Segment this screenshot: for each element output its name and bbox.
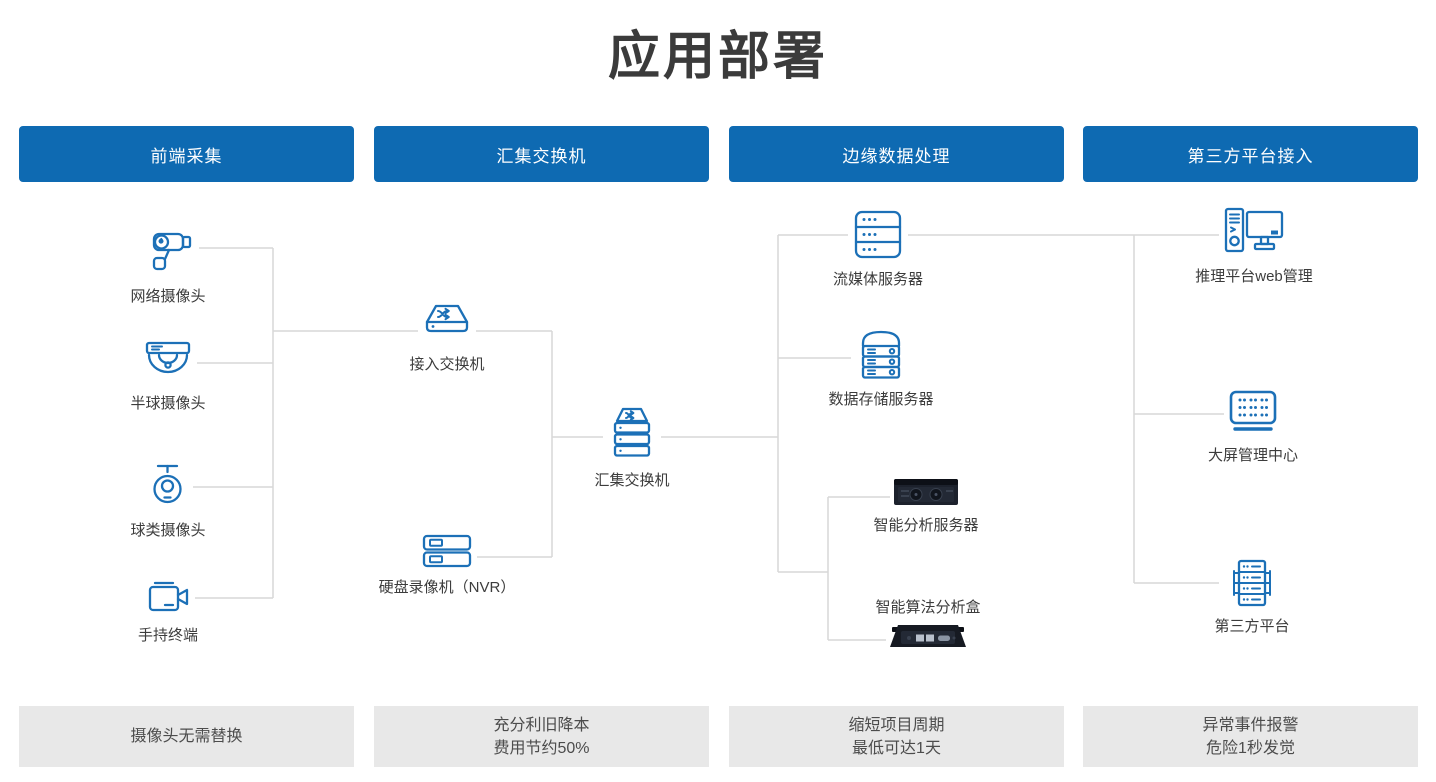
footer-line: 最低可达1天	[852, 739, 941, 757]
footer-benefit-cycle: 缩短项目周期 最低可达1天	[729, 706, 1064, 767]
dome-camera-icon	[139, 339, 197, 385]
footer-line: 摄像头无需替换	[130, 728, 243, 745]
footer-line: 缩短项目周期	[848, 716, 945, 734]
node-nvr: 硬盘录像机（NVR）	[367, 533, 527, 597]
network-camera-icon	[137, 226, 199, 278]
footer-benefit-frontend: 摄像头无需替换	[19, 706, 354, 767]
ball-camera-icon	[143, 462, 193, 512]
node-access-switch: 接入交换机	[367, 302, 527, 374]
node-label: 第三方平台	[1214, 618, 1290, 635]
column-header-third-party-access: 第三方平台接入	[1083, 126, 1418, 182]
node-label: 半球摄像头	[130, 395, 206, 412]
inference-web-icon	[1219, 206, 1289, 258]
node-storage-server: 数据存储服务器	[801, 329, 961, 409]
node-streaming-server: 流媒体服务器	[798, 209, 958, 289]
node-label: 数据存储服务器	[828, 391, 934, 408]
analysis-server-photo	[890, 477, 962, 507]
footer-benefit-cost: 充分利旧降本 费用节约50%	[374, 706, 709, 767]
page-title: 应用部署	[607, 28, 828, 86]
footer-line: 充分利旧降本	[493, 716, 590, 734]
node-handheld-terminal: 手持终端	[88, 579, 248, 645]
node-big-screen: 大屏管理中心	[1173, 389, 1333, 465]
node-label: 硬盘录像机（NVR）	[378, 579, 516, 596]
node-inference-web: 推理平台web管理	[1174, 206, 1334, 286]
node-label: 流媒体服务器	[832, 271, 923, 288]
node-label: 球类摄像头	[130, 522, 206, 539]
handheld-terminal-icon	[141, 579, 195, 617]
node-aggregation-switch: 汇集交换机	[552, 406, 712, 490]
streaming-server-icon	[848, 209, 908, 261]
node-ball-camera: 球类摄像头	[88, 462, 248, 540]
node-label: 智能分析服务器	[873, 517, 979, 534]
footer-line: 异常事件报警	[1202, 716, 1299, 734]
algorithm-box-photo	[886, 623, 970, 649]
aggregation-switch-icon	[603, 406, 661, 462]
access-switch-icon	[418, 302, 476, 346]
big-screen-icon	[1224, 389, 1282, 437]
column-header-aggregation-switch: 汇集交换机	[374, 126, 709, 182]
footer-benefit-alarm: 异常事件报警 危险1秒发觉	[1083, 706, 1418, 767]
third-party-platform-icon	[1219, 558, 1285, 608]
node-label: 网络摄像头	[130, 288, 206, 305]
node-analysis-server: 智能分析服务器	[846, 477, 1006, 535]
node-third-party: 第三方平台	[1172, 558, 1332, 636]
node-network-camera: 网络摄像头	[88, 226, 248, 306]
node-label: 接入交换机	[409, 356, 485, 373]
node-label: 智能算法分析盒	[875, 599, 981, 616]
node-label: 汇集交换机	[594, 472, 670, 489]
node-label: 大屏管理中心	[1207, 447, 1298, 464]
node-label: 推理平台web管理	[1195, 268, 1313, 285]
node-algorithm-box: 智能算法分析盒	[848, 596, 1008, 649]
footer-line: 危险1秒发觉	[1206, 739, 1295, 757]
node-dome-camera: 半球摄像头	[88, 339, 248, 413]
storage-server-icon	[851, 329, 911, 381]
footer-line: 费用节约50%	[493, 739, 590, 757]
node-label: 手持终端	[137, 627, 198, 644]
nvr-icon	[417, 533, 477, 569]
column-header-frontend-capture: 前端采集	[19, 126, 354, 182]
column-header-edge-processing: 边缘数据处理	[729, 126, 1064, 182]
